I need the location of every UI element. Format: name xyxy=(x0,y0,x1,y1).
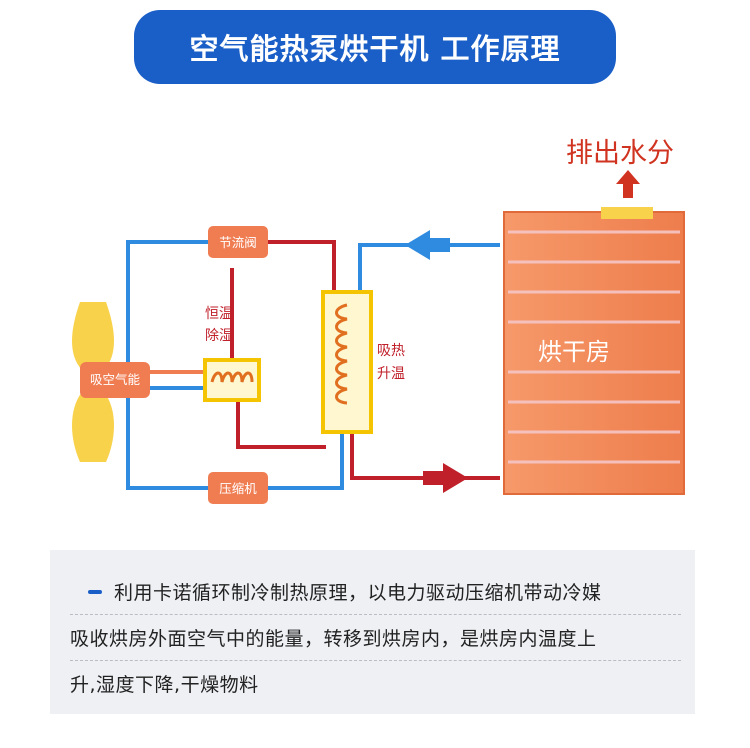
title-banner: 空气能热泵烘干机 工作原理 xyxy=(134,10,616,84)
dash-icon xyxy=(88,589,102,594)
exhaust-vent xyxy=(601,207,653,219)
dehumidify-label-1: 恒温 xyxy=(205,306,233,322)
cold-pipe-compressor xyxy=(268,430,344,490)
heat-pump-diagram: 排出水分 节流阀 压缩机 吸空气能 恒温 除湿 吸热 升温 烘干房 xyxy=(72,138,685,504)
fan-label: 吸空气能 xyxy=(90,372,141,387)
drying-room xyxy=(503,211,685,495)
throttle-valve-label: 节流阀 xyxy=(219,235,257,250)
evaporator-coil-icon xyxy=(321,290,373,434)
heat-label-1: 吸热 xyxy=(377,343,405,359)
cold-arrow xyxy=(405,230,450,260)
description-line-1: 利用卡诺循环制冷制热原理，以电力驱动压缩机带动冷媒 xyxy=(70,576,681,615)
description-line-2: 吸收烘房外面空气中的能量，转移到烘房内，是烘房内温度上 xyxy=(70,624,681,661)
hot-arrow xyxy=(423,463,468,493)
dehumidify-label-2: 除湿 xyxy=(205,328,233,344)
exhaust-arrow-icon xyxy=(616,170,640,198)
page-title: 空气能热泵烘干机 工作原理 xyxy=(189,32,561,66)
description-text-3: 升,湿度下降,干燥物料 xyxy=(70,674,259,696)
dehumidify-coil-icon xyxy=(203,358,261,402)
cold-pipe-return xyxy=(358,243,500,292)
description-text-1: 利用卡诺循环制冷制热原理，以电力驱动压缩机带动冷媒 xyxy=(114,582,602,604)
fan-icon xyxy=(72,302,150,462)
description-box: 利用卡诺循环制冷制热原理，以电力驱动压缩机带动冷媒 吸收烘房外面空气中的能量，转… xyxy=(50,550,695,714)
description-text-2: 吸收烘房外面空气中的能量，转移到烘房内，是烘房内温度上 xyxy=(70,628,597,650)
hot-pipe-loop xyxy=(230,268,326,449)
hot-pipe-valve xyxy=(268,240,336,292)
drying-room-label: 烘干房 xyxy=(538,338,610,366)
description-line-3: 升,湿度下降,干燥物料 xyxy=(70,670,681,697)
compressor-label: 压缩机 xyxy=(219,481,257,496)
heat-label-2: 升温 xyxy=(377,366,405,382)
exhaust-label: 排出水分 xyxy=(566,138,674,169)
